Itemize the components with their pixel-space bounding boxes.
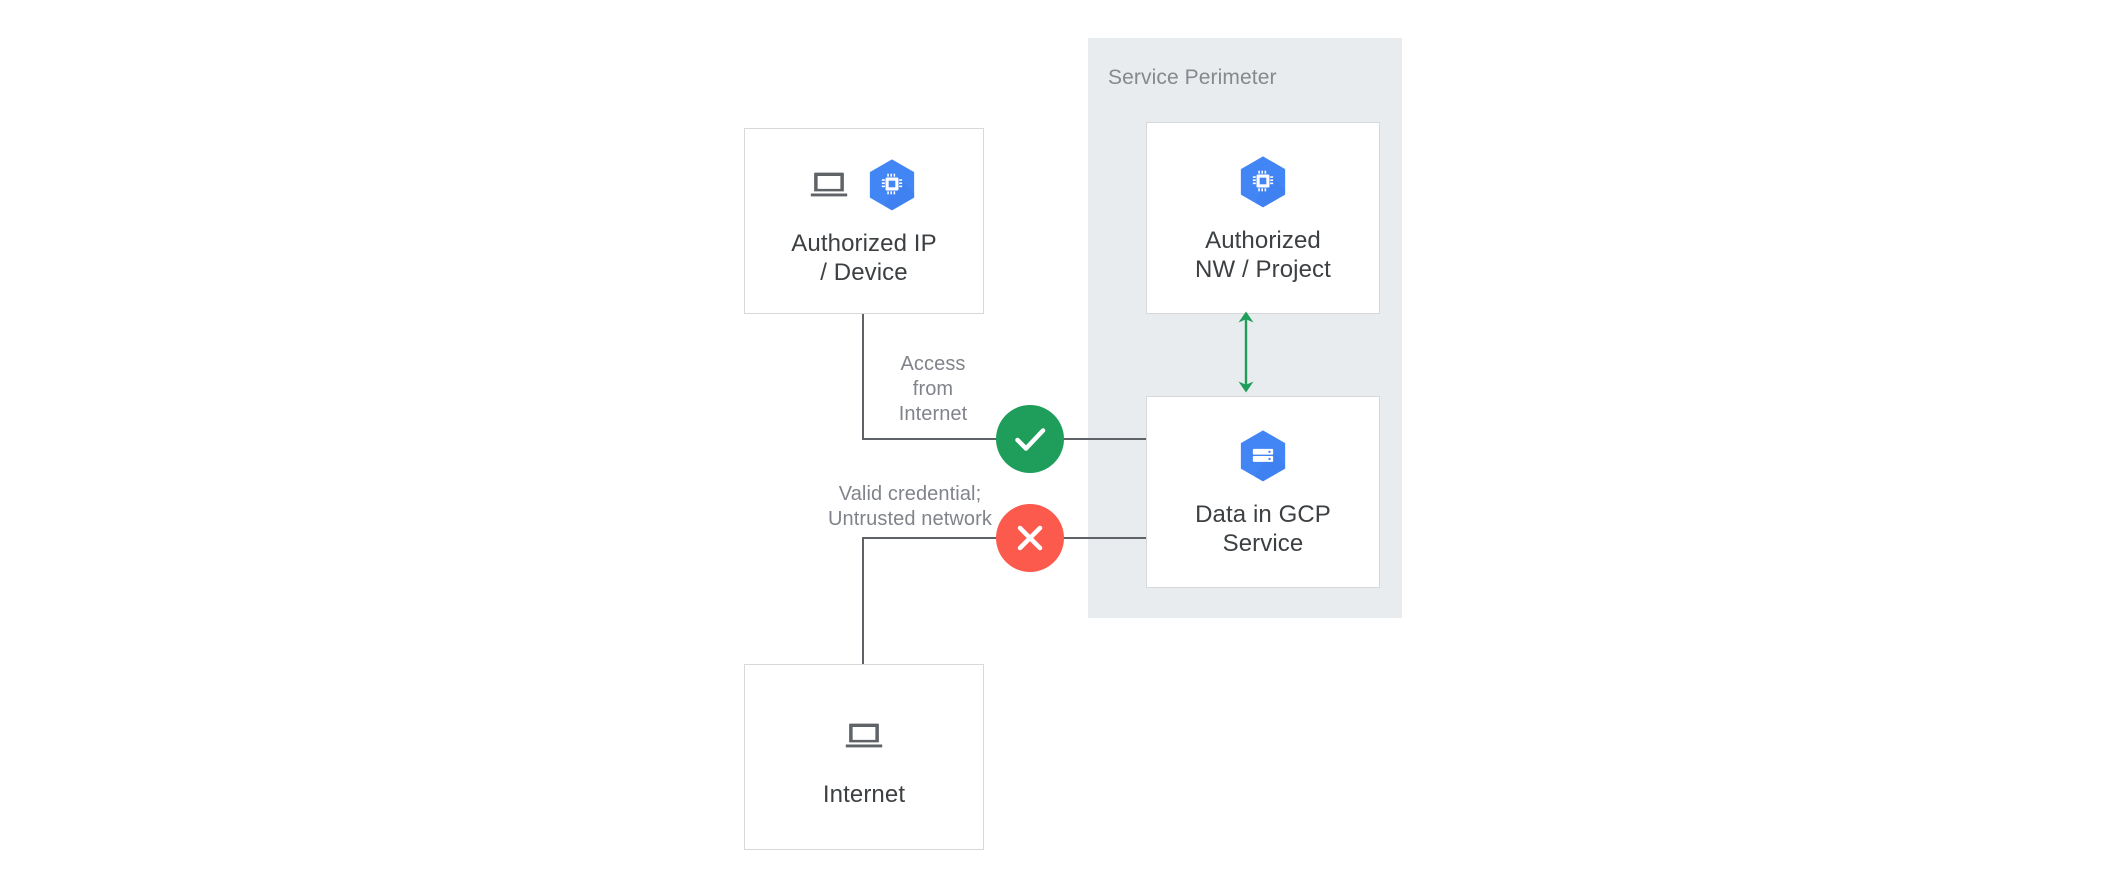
storage-hexagon-icon — [1235, 427, 1291, 483]
node-authorized-ip-device[interactable]: Authorized IP / Device — [744, 128, 984, 314]
node-internet-icons — [843, 706, 885, 764]
node-authorized-nw-project[interactable]: Authorized NW / Project — [1146, 122, 1380, 314]
connector-authorized-ip-to-data-vertical — [862, 314, 864, 440]
node-data-gcp-icons — [1235, 426, 1291, 484]
connector-internet-to-data-vertical — [862, 537, 864, 665]
node-authorized-ip-label: Authorized IP / Device — [791, 230, 937, 286]
node-internet[interactable]: Internet — [744, 664, 984, 850]
compute-hexagon-icon — [864, 156, 920, 212]
node-data-in-gcp-service[interactable]: Data in GCP Service — [1146, 396, 1380, 588]
node-internet-label: Internet — [822, 780, 906, 808]
check-icon — [1015, 428, 1046, 451]
laptop-icon — [843, 714, 885, 756]
node-authorized-nw-label: Authorized NW / Project — [1195, 227, 1331, 283]
double-arrow-icon — [1238, 311, 1254, 393]
edge-label-access-from-internet: Access from Internet — [898, 353, 968, 425]
node-authorized-nw-icons — [1235, 152, 1291, 210]
service-perimeter-label: Service Perimeter — [1108, 66, 1277, 89]
close-icon — [1017, 525, 1043, 551]
status-badge-denied — [996, 504, 1064, 572]
compute-hexagon-icon — [1235, 153, 1291, 209]
node-authorized-ip-icons — [808, 155, 920, 213]
laptop-icon — [808, 163, 850, 205]
status-badge-allowed — [996, 405, 1064, 473]
edge-label-valid-credential-untrusted-network: Valid credential; Untrusted network — [828, 483, 992, 530]
node-data-gcp-label: Data in GCP Service — [1195, 501, 1331, 557]
